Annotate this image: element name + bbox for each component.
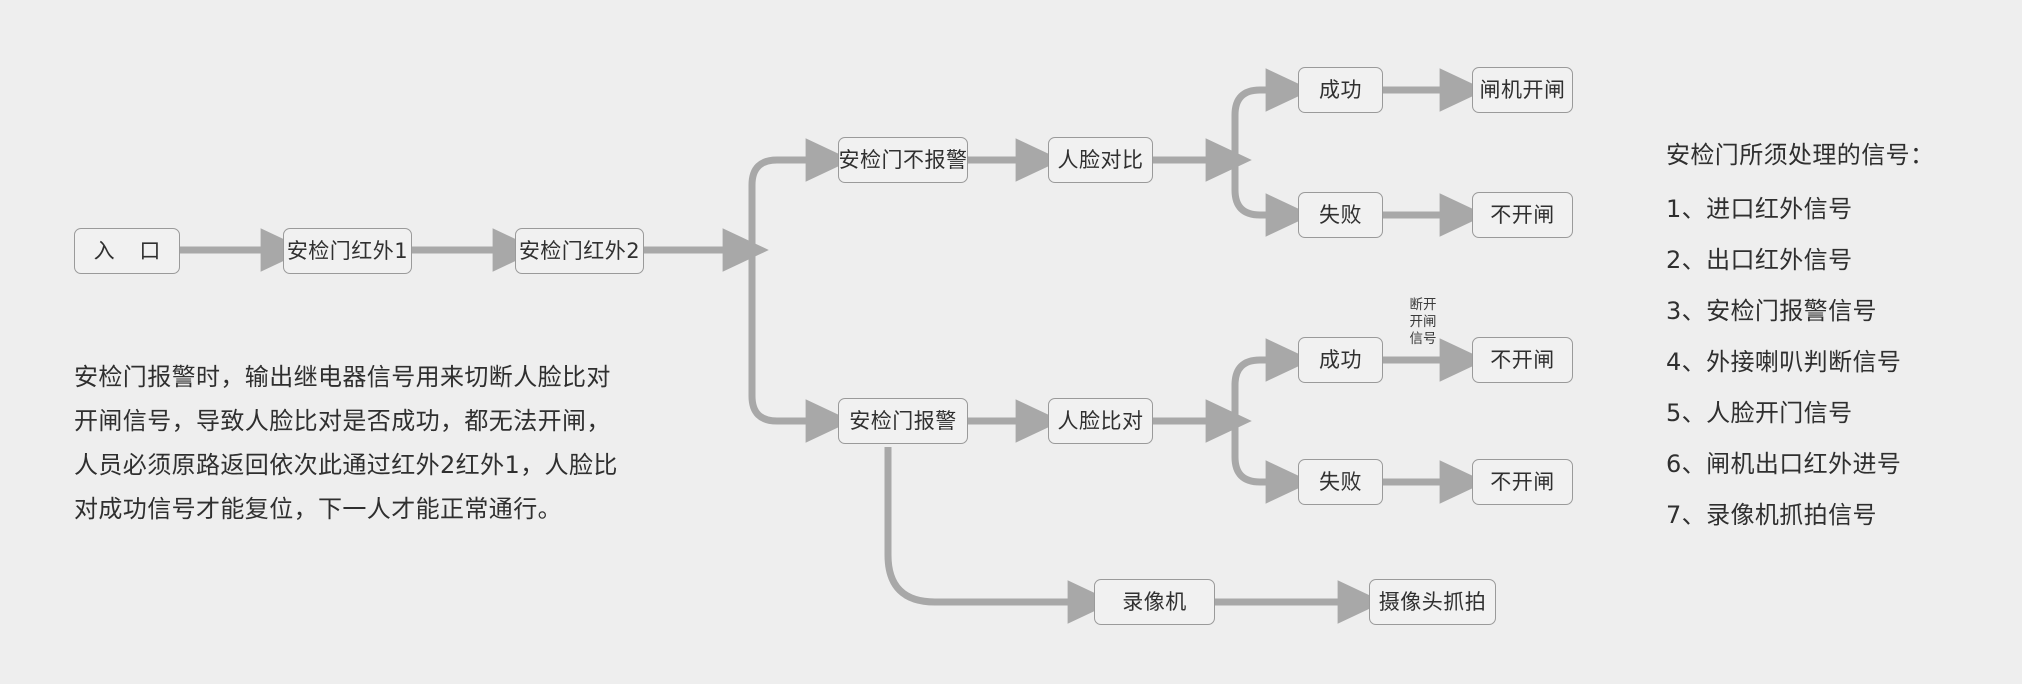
node-bottom-success-result-label: 不开闸 [1490,347,1555,372]
node-ir1-label: 安检门红外1 [286,238,409,263]
node-top-success[interactable]: 成功 [1298,67,1383,113]
node-no-alarm[interactable]: 安检门不报警 [838,137,968,183]
node-bottom-fail-label: 失败 [1319,469,1362,494]
signal-list-item: 3、安检门报警信号 [1666,297,1877,325]
node-ir1[interactable]: 安检门红外1 [283,228,412,274]
node-bottom-fail[interactable]: 失败 [1298,459,1383,505]
arrow-split2-up-to-success [1231,68,1312,160]
arrow-split-up-to-noalarm [748,138,852,250]
node-camera-capture-label: 摄像头抓拍 [1378,589,1487,614]
node-recorder-label: 录像机 [1122,589,1187,614]
arrow-split3-down-to-fail [1231,421,1312,504]
node-recorder[interactable]: 录像机 [1094,579,1215,625]
node-gate-open-label: 闸机开闸 [1479,77,1566,102]
node-ir2-label: 安检门红外2 [518,238,641,263]
signal-list-item: 4、外接喇叭判断信号 [1666,348,1902,376]
node-bottom-fail-result[interactable]: 不开闸 [1472,459,1573,505]
node-no-alarm-label: 安检门不报警 [838,147,968,172]
explanation-note: 安检门报警时，输出继电器信号用来切断人脸比对 开闸信号，导致人脸比对是否成功，都… [74,363,618,523]
node-face-compare-bottom-label: 人脸比对 [1057,408,1144,433]
node-top-fail-result[interactable]: 不开闸 [1472,192,1573,238]
signal-list-item: 1、进口红外信号 [1666,195,1853,223]
node-entry[interactable]: 入 口 [74,228,180,274]
node-ir2[interactable]: 安检门红外2 [515,228,644,274]
node-bottom-success-result[interactable]: 不开闸 [1472,337,1573,383]
node-top-success-label: 成功 [1319,77,1362,102]
node-bottom-success-label: 成功 [1319,347,1362,372]
signal-list-panel: 安检门所须处理的信号： 1、进口红外信号 2、出口红外信号 3、安检门报警信号 … [1666,143,1934,527]
signal-list-item: 2、出口红外信号 [1666,246,1853,274]
signal-list-title: 安检门所须处理的信号： [1666,141,1935,169]
node-alarm[interactable]: 安检门报警 [838,398,968,444]
node-top-fail[interactable]: 失败 [1298,192,1383,238]
edge-label-cut-open-signal: 断开 开闸 信号 [1409,297,1437,347]
node-bottom-fail-result-label: 不开闸 [1490,469,1555,494]
node-face-compare-top-label: 人脸对比 [1057,147,1144,172]
signal-list-item: 7、录像机抓拍信号 [1666,501,1877,529]
signal-list-item: 5、人脸开门信号 [1666,399,1853,427]
node-gate-open[interactable]: 闸机开闸 [1472,67,1573,113]
signal-list-item: 6、闸机出口红外进号 [1666,450,1902,478]
node-face-compare-bottom[interactable]: 人脸比对 [1048,398,1153,444]
arrow-alarm-to-recorder [884,447,1114,624]
node-top-fail-result-label: 不开闸 [1490,202,1555,227]
node-entry-label: 入 口 [93,238,170,263]
arrow-split2-down-to-fail [1231,160,1312,237]
arrow-split-down-to-alarm [748,250,852,443]
arrow-split3-up-to-success [1231,338,1312,421]
node-face-compare-top[interactable]: 人脸对比 [1048,137,1153,183]
node-camera-capture[interactable]: 摄像头抓拍 [1369,579,1496,625]
node-top-fail-label: 失败 [1319,202,1362,227]
node-alarm-label: 安检门报警 [849,408,957,433]
node-bottom-success[interactable]: 成功 [1298,337,1383,383]
